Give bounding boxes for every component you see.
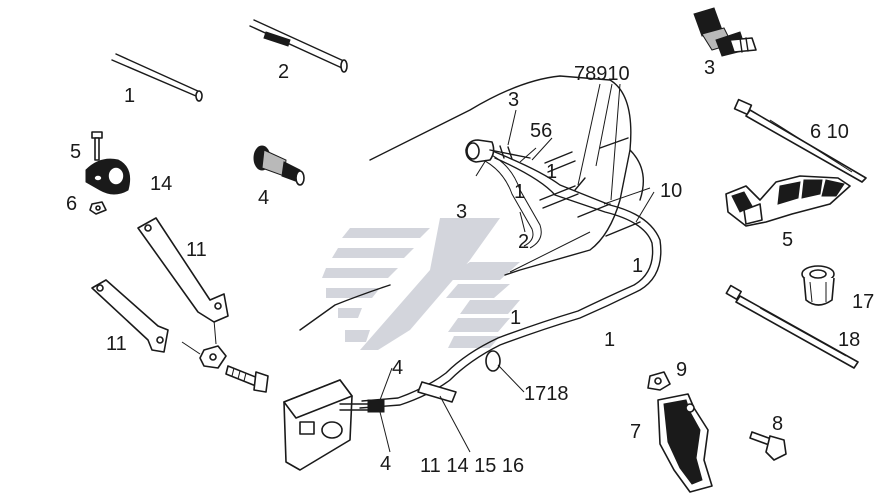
label-11-bracket-b: 11 <box>106 333 127 355</box>
fuel-pump-part-4 <box>283 379 385 471</box>
bracket-part-7-assembly <box>647 371 787 493</box>
label-3-connector: 3 <box>704 57 715 79</box>
label-4-pump-top: 4 <box>392 357 403 379</box>
fuel-tank-outline <box>299 75 644 331</box>
tube-part-1 <box>111 53 203 102</box>
label-1-line: 1 <box>604 329 615 351</box>
bolt-clamp-assembly <box>85 131 131 215</box>
label-18-tie: 18 <box>838 329 860 351</box>
label-9-nut: 9 <box>676 359 687 381</box>
label-78910: 78910 <box>574 63 630 85</box>
label-2-tube: 2 <box>278 61 289 83</box>
label-10-tank: 10 <box>660 180 682 202</box>
label-1-tank-c: 1 <box>632 255 643 277</box>
label-17-nut: 17 <box>852 291 874 313</box>
label-11-bracket-a: 11 <box>186 239 207 261</box>
label-11141516: 11 14 15 16 <box>420 455 524 477</box>
bracket-part-11-lower <box>91 279 169 353</box>
watermark-logo <box>322 218 520 350</box>
label-56: 56 <box>530 120 552 142</box>
clip-part-5 <box>725 175 851 227</box>
label-6-nut: 6 <box>66 193 77 215</box>
label-8-bolt: 8 <box>772 413 783 435</box>
label-1718: 1718 <box>524 383 569 405</box>
label-4-fitting: 4 <box>258 187 269 209</box>
label-5-clip: 5 <box>782 229 793 251</box>
quick-connector-part-3 <box>693 7 757 57</box>
label-3-tank-top: 3 <box>508 89 519 111</box>
label-14-clamp: 14 <box>150 173 172 195</box>
label-3-tank: 3 <box>456 201 467 223</box>
tube-part-2 <box>249 19 348 73</box>
cable-tie-part-18 <box>725 284 859 369</box>
label-2-tank: 2 <box>518 231 529 253</box>
cable-tie-part-6-10 <box>733 98 867 183</box>
label-1-tube: 1 <box>124 85 135 107</box>
label-1-tank-a: 1 <box>546 161 557 183</box>
label-4-pump-bottom: 4 <box>380 453 391 475</box>
nut-part-17 <box>801 265 835 306</box>
callout-labels: 1 2 3 78910 3 56 1 1 3 2 10 1 1 1 5 14 6… <box>66 57 874 477</box>
bracket-part-11-upper <box>137 217 229 323</box>
nut-bolt-bracket <box>199 345 269 393</box>
label-610-tie: 6 10 <box>810 121 849 143</box>
label-7-bracket: 7 <box>630 421 641 443</box>
label-1-tank-b: 1 <box>514 181 525 203</box>
fitting-part-4 <box>253 145 305 186</box>
leader-lines <box>181 83 655 453</box>
label-5-bolt: 5 <box>70 141 81 163</box>
label-1-tank-d: 1 <box>510 307 521 329</box>
fuel-line-route <box>359 139 662 409</box>
